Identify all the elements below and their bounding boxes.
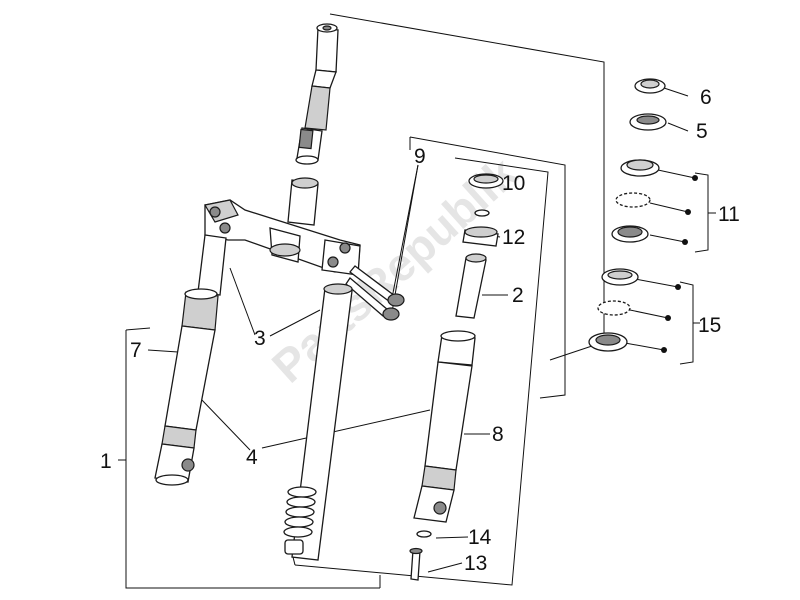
- fork-tube-icon: [283, 283, 353, 561]
- coil-spring-icon: [283, 486, 317, 538]
- callout-14: 14: [468, 526, 492, 549]
- callout-4: 4: [246, 446, 258, 469]
- callout-7: 7: [130, 339, 142, 362]
- callout-6: 6: [700, 86, 712, 109]
- triple-clamp-icon: [204, 199, 405, 321]
- damper-assembly: [409, 173, 504, 581]
- callout-5: 5: [696, 120, 708, 143]
- callout-9: 9: [414, 145, 426, 168]
- callout-1: 1: [100, 450, 112, 473]
- fork-leg-icon: [154, 234, 227, 486]
- steering-tube-icon: [287, 23, 339, 226]
- callout-10: 10: [502, 172, 525, 195]
- callout-11: 11: [718, 203, 740, 226]
- callout-3: 3: [254, 327, 266, 350]
- callout-labels: 1 2 3 4 5 6 7 8 9 10 11 12 13 14 15: [100, 86, 740, 575]
- bracket-lines: [125, 13, 716, 589]
- leader-dots: [661, 175, 698, 353]
- callout-13: 13: [464, 552, 487, 575]
- callout-12: 12: [502, 226, 525, 249]
- callout-2: 2: [512, 284, 524, 307]
- callout-8: 8: [492, 423, 504, 446]
- callout-15: 15: [698, 314, 721, 337]
- bearing-icon: [588, 78, 667, 352]
